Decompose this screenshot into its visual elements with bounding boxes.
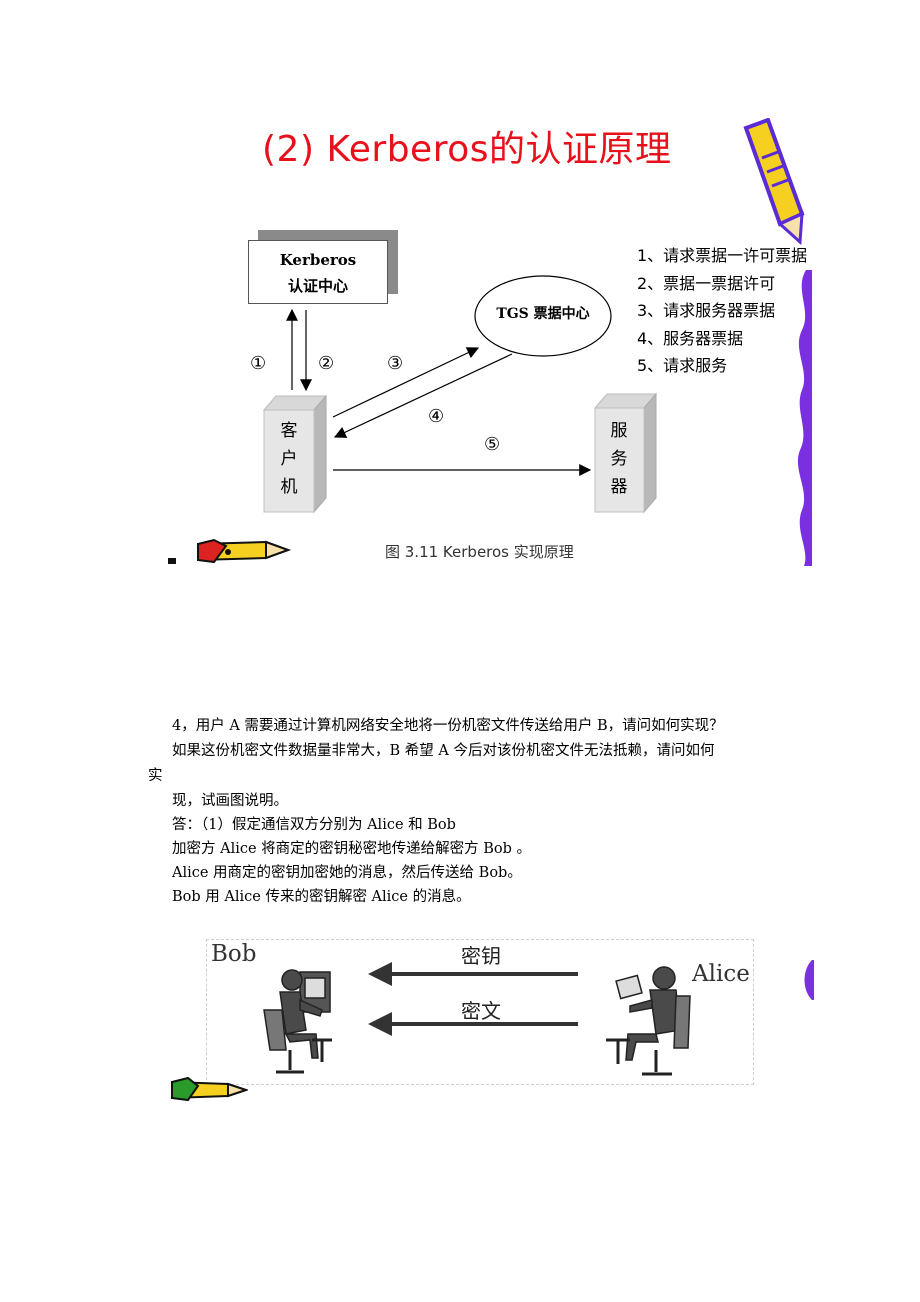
- tgs-label: TGS 票据中心: [496, 306, 590, 322]
- question-line-2: 如果这份机密文件数据量非常大，B 希望 A 今后对该份机密文件无法抵赖，请问如何: [172, 743, 715, 759]
- step-label-3: ③: [387, 353, 404, 374]
- pencil-icon: [743, 118, 805, 246]
- slide-title: (2) Kerberos的认证原理: [262, 129, 672, 170]
- alice-label: Alice: [692, 961, 750, 987]
- client-label: 客 户 机: [280, 421, 298, 497]
- step-label-1: ①: [250, 353, 267, 374]
- question-line-2-wrap: 实: [148, 768, 163, 784]
- figure-caption: 图 3.11 Kerberos 实现原理: [385, 543, 574, 561]
- answer-line-2: 加密方 Alice 将商定的密钥秘密地传递给解密方 Bob 。: [172, 841, 532, 857]
- alice-user-icon: [606, 966, 691, 1076]
- answer-line-4: Bob 用 Alice 传来的密钥解密 Alice 的消息。: [172, 889, 471, 905]
- pencil-icon: [171, 1076, 248, 1102]
- kdc-label-line1: Kerberos: [279, 251, 357, 269]
- legend-item: 5、请求服务: [637, 356, 728, 375]
- arrow-step4: [333, 353, 513, 438]
- legend-item: 1、请求票据一许可票据: [637, 246, 808, 265]
- arrow-step3: [332, 347, 480, 418]
- server-box: [593, 392, 658, 514]
- pencil-icon: [168, 538, 291, 564]
- kdc-label-line2: 认证中心: [287, 277, 348, 295]
- legend-item: 4、服务器票据: [637, 328, 744, 348]
- answer-line-1: 答：（1）假定通信双方分别为 Alice 和 Bob: [172, 817, 456, 833]
- step-legend: 1、请求票据一许可票据 2、票据一票据许可 3、请求服务器票据 4、服务器票据 …: [637, 242, 807, 380]
- question-line-1: 4，用户 A 需要通过计算机网络安全地将一份机密文件传送给用户 B，请问如何实现…: [172, 718, 724, 734]
- step-label-4: ④: [428, 406, 445, 427]
- client-box: [262, 394, 328, 514]
- server-label: 服 务 器: [610, 421, 628, 497]
- kerberos-center-box: Kerberos 认证中心: [248, 240, 388, 304]
- step-label-5: ⑤: [484, 434, 501, 455]
- wavy-border-decoration: [804, 960, 814, 1000]
- slide-frame: [206, 939, 754, 1085]
- key-label: 密钥: [461, 944, 501, 968]
- legend-item: 2、票据一票据许可: [637, 273, 776, 293]
- tgs-ellipse: [474, 275, 612, 357]
- wavy-border-decoration: [797, 270, 812, 566]
- bob-label: Bob: [211, 941, 257, 967]
- step-label-2: ②: [318, 353, 335, 374]
- ciphertext-label: 密文: [461, 999, 501, 1023]
- legend-item: 3、请求服务器票据: [637, 301, 776, 320]
- answer-line-3: Alice 用商定的密钥加密她的消息，然后传送给 Bob。: [172, 865, 522, 881]
- kerberos-diagram: [262, 275, 658, 514]
- key-exchange-diagram: [263, 962, 691, 1076]
- bob-user-icon: [263, 969, 332, 1074]
- question-line-3: 现，试画图说明。: [172, 793, 288, 809]
